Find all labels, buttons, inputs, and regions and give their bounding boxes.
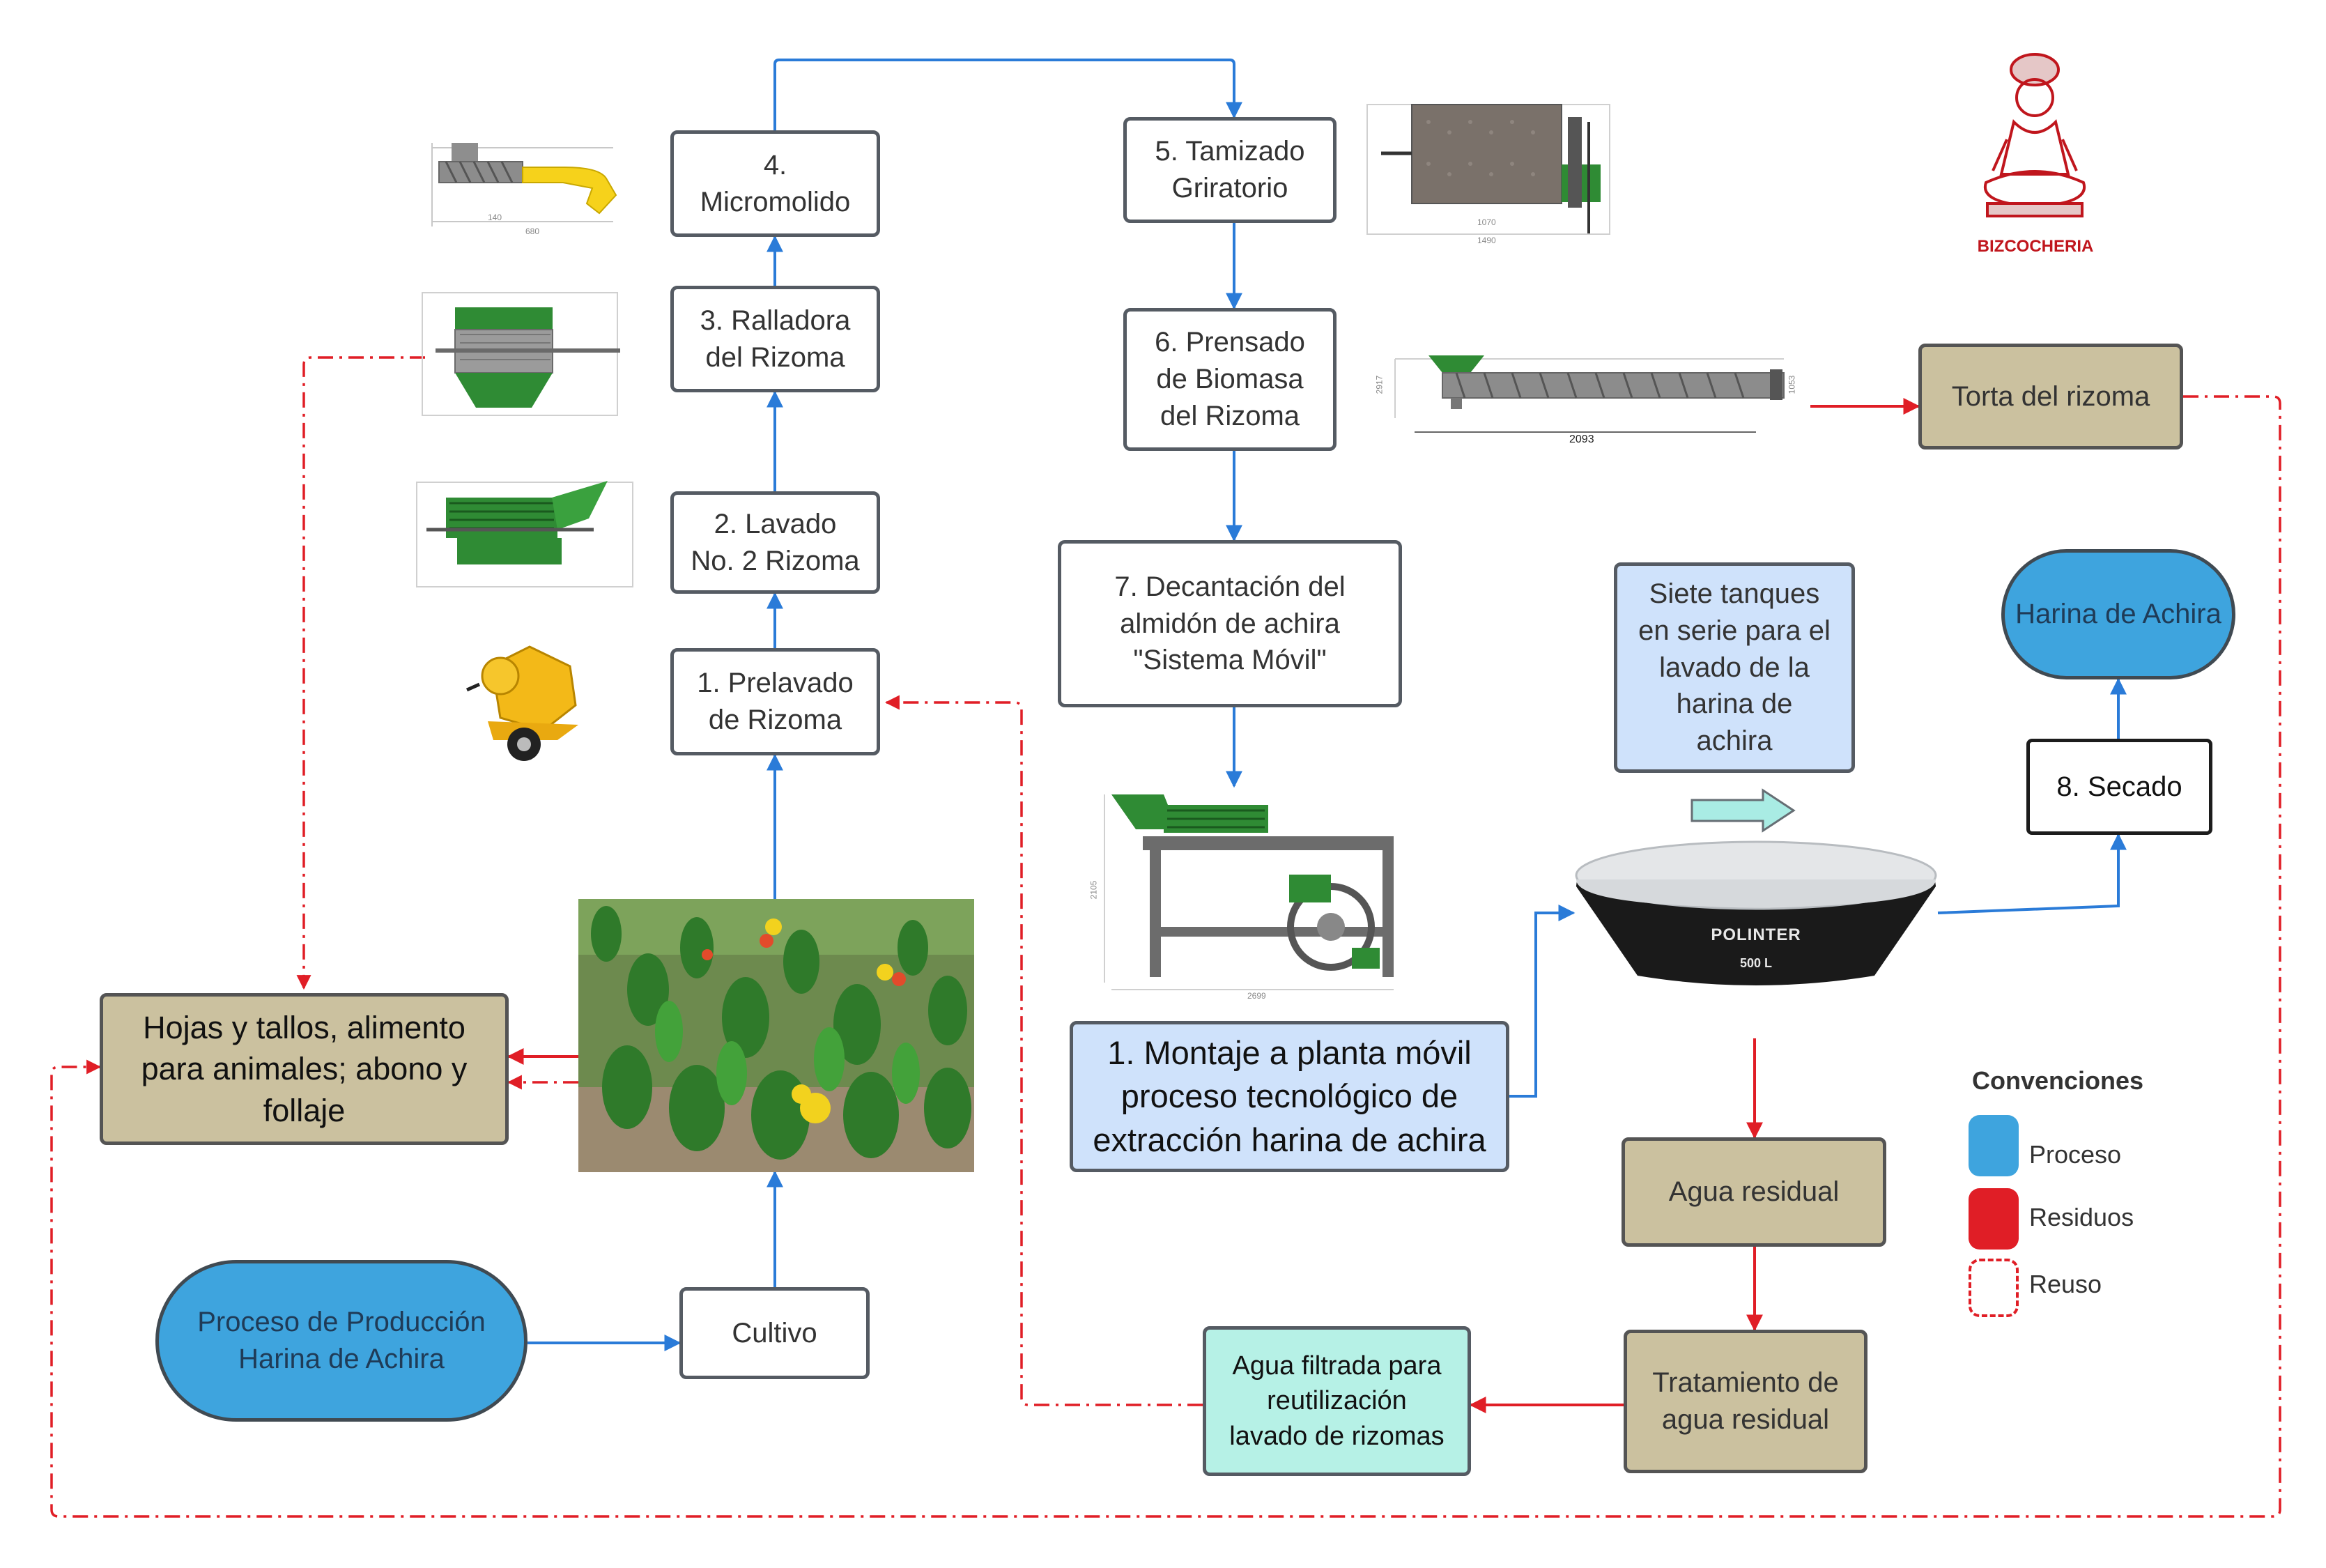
node-lavado-2: 2. Lavado No. 2 Rizoma (670, 491, 880, 594)
flow-micromolido-to-tamizado (773, 59, 1242, 130)
concrete-mixer-icon (465, 645, 578, 761)
logo-text: BIZCOCHERIA (1977, 237, 2094, 256)
legend-swatch-proceso (1969, 1115, 2019, 1176)
right-arrow-icon (1690, 788, 1796, 833)
node-prelavado: 1. Prelavado de Rizoma (670, 648, 880, 755)
dim-prensado-length: 2093 (1569, 433, 1594, 445)
washer-drum-icon (416, 481, 633, 587)
tank-capacity: 500 L (1739, 956, 1773, 970)
grater-icon (422, 292, 620, 416)
node-decantacion: 7. Decantación del almidón de achira "Si… (1058, 540, 1402, 707)
screw-mill-icon (431, 143, 617, 226)
legend-swatch-reuso (1969, 1259, 2019, 1317)
crop-photo (578, 899, 974, 1172)
node-tamizado: 5. Tamizado Griratorio (1123, 117, 1337, 223)
node-ralladora: 3. Ralladora del Rizoma (670, 286, 880, 392)
dim-tamizado-a: 1070 (1477, 217, 1496, 227)
node-proceso-produccion: Proceso de Producción Harina de Achira (155, 1260, 527, 1422)
node-montaje: 1. Montaje a planta móvil proceso tecnol… (1070, 1021, 1509, 1172)
node-prensado: 6. Prensado de Biomasa del Rizoma (1123, 308, 1337, 451)
dim-plant-length: 2699 (1247, 991, 1266, 1001)
legend-swatch-residuos (1969, 1188, 2019, 1250)
node-tanques: Siete tanques en serie para el lavado de… (1614, 562, 1855, 773)
node-cultivo: Cultivo (679, 1287, 870, 1379)
dim-plant-height: 2105 (1088, 880, 1099, 900)
rotary-sieve-icon (1366, 104, 1610, 235)
dim-prensado-height: 2917 (1374, 375, 1385, 394)
node-agua-residual: Agua residual (1622, 1137, 1886, 1247)
node-harina: Harina de Achira (2001, 549, 2235, 679)
legend-title: Convenciones (1972, 1066, 2144, 1095)
dim-tamizado-b: 1490 (1477, 236, 1496, 245)
flow-montaje-to-tank (1509, 905, 1576, 1098)
node-agua-filtrada: Agua filtrada para reutilización lavado … (1203, 1326, 1471, 1476)
node-micromolido: 4. Micromolido (670, 130, 880, 237)
mobile-plant-icon (1104, 794, 1394, 990)
tank-icon (1575, 840, 1937, 985)
node-torta: Torta del rizoma (1918, 344, 2183, 449)
reuse-ralladora-to-hojas (296, 356, 425, 990)
reuse-filtrada-to-prelavado (884, 695, 1203, 1406)
dim-micromolido-a: 140 (488, 213, 502, 222)
screw-press-icon (1394, 355, 1785, 433)
node-hojas: Hojas y tallos, alimento para animales; … (100, 993, 509, 1145)
dim-prensado-side: 1053 (1787, 375, 1797, 394)
flow-tank-to-secado (1937, 833, 2127, 914)
reuse-torta-loop (50, 395, 2281, 1518)
dim-micromolido-b: 680 (525, 226, 540, 236)
tank-brand: POLINTER (1711, 925, 1801, 944)
legend-label-residuos: Residuos (2029, 1203, 2134, 1231)
node-tratamiento: Tratamiento de agua residual (1624, 1330, 1867, 1473)
bizcocheria-logo (1983, 53, 2086, 217)
node-secado: 8. Secado (2026, 739, 2212, 835)
legend-label-reuso: Reuso (2029, 1270, 2102, 1298)
legend-label-proceso: Proceso (2029, 1140, 2122, 1169)
